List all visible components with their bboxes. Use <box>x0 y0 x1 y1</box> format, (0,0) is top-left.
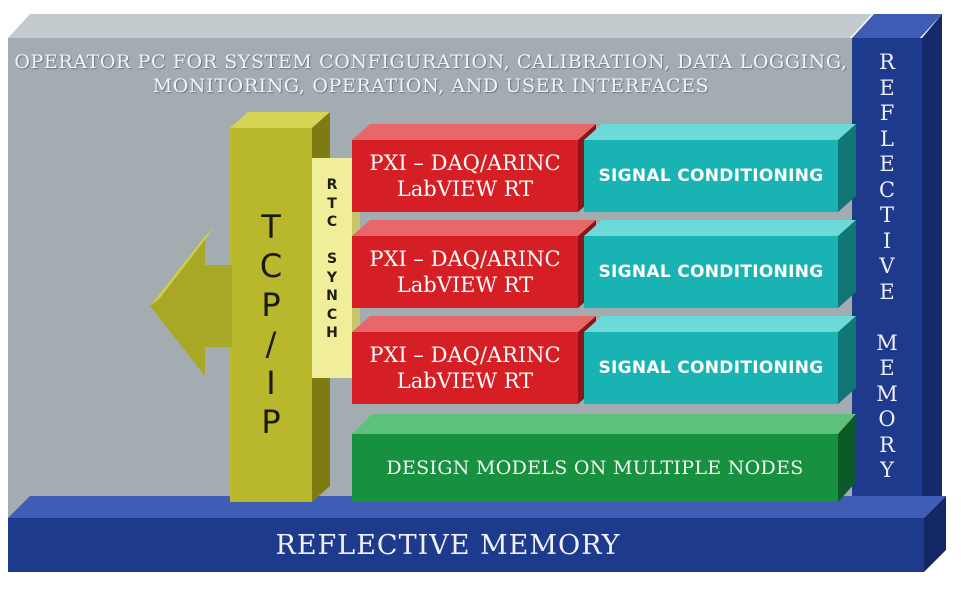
rtc-synch-letter: T <box>327 195 337 212</box>
tcp-ip-bus <box>150 112 330 502</box>
rtc-synch-letter: C <box>326 214 338 230</box>
reflective-memory-vertical-label: R E F L E C T I V E M E M O R Y <box>852 50 922 484</box>
reflective-memory-letter: O <box>878 407 896 431</box>
pxi-daq-line2: LabVIEW RT <box>396 369 534 393</box>
reflective-memory-letter: R <box>879 432 895 457</box>
reflective-memory-letter: T <box>879 203 894 227</box>
pxi-daq-label: PXI – DAQ/ARINC LabVIEW RT <box>352 140 578 212</box>
reflective-memory-letter: E <box>879 152 895 176</box>
reflective-memory-letter: I <box>882 228 892 253</box>
tcp-ip-letter: C <box>259 247 283 285</box>
pxi-daq-line1: PXI – DAQ/ARINC <box>369 151 561 175</box>
pxi-daq-line1: PXI – DAQ/ARINC <box>369 343 561 367</box>
rtc-synch-letter: S <box>326 251 338 267</box>
pxi-daq-line1: PXI – DAQ/ARINC <box>369 247 561 271</box>
tcp-ip-letter: / <box>265 325 277 363</box>
reflective-memory-letter: M <box>876 381 898 406</box>
reflective-memory-letter: M <box>876 330 898 355</box>
pxi-daq-line2: LabVIEW RT <box>396 177 534 201</box>
signal-conditioning-label: SIGNAL CONDITIONING <box>598 358 824 378</box>
reflective-memory-letter: V <box>879 254 895 278</box>
pxi-node-1 <box>352 124 856 212</box>
tcp-ip-letter: P <box>261 403 281 441</box>
reflective-memory-letter: E <box>879 75 895 100</box>
operator-pc-title-line1: OPERATOR PC FOR SYSTEM CONFIGURATION, CA… <box>14 51 848 73</box>
pxi-daq-label: PXI – DAQ/ARINC LabVIEW RT <box>352 332 578 404</box>
tcp-ip-letter: I <box>266 364 276 402</box>
rtc-synch-letter: H <box>326 325 338 341</box>
reflective-memory-letter: E <box>879 279 895 304</box>
reflective-memory-letter: F <box>879 101 895 125</box>
operator-pc-title: OPERATOR PC FOR SYSTEM CONFIGURATION, CA… <box>10 44 852 104</box>
rtc-synch-letter: R <box>326 177 338 193</box>
reflective-memory-letter: C <box>878 177 896 202</box>
pxi-node-3 <box>352 316 856 404</box>
pxi-node-2 <box>352 220 856 308</box>
design-models-label: DESIGN MODELS ON MULTIPLE NODES <box>386 457 804 479</box>
signal-conditioning-label: SIGNAL CONDITIONING <box>598 166 824 186</box>
rtc-synch-letter: C <box>326 306 338 323</box>
tcp-ip-label: T C P / I P <box>230 208 312 442</box>
pxi-daq-label: PXI – DAQ/ARINC LabVIEW RT <box>352 236 578 308</box>
operator-pc-title-line2: MONITORING, OPERATION, AND USER INTERFAC… <box>152 75 710 97</box>
signal-conditioning-label: SIGNAL CONDITIONING <box>598 262 824 282</box>
left-arrow-icon <box>150 236 232 376</box>
reflective-memory-letter: R <box>879 50 895 74</box>
rtc-synch-label: R T C S Y N C H <box>312 176 352 343</box>
tcp-ip-letter: T <box>261 208 281 246</box>
reflective-memory-column <box>852 14 942 518</box>
rtc-synch-letter: Y <box>326 269 338 286</box>
reflective-memory-letter: L <box>880 126 894 151</box>
reflective-memory-letter: E <box>879 356 895 380</box>
reflective-memory-letter: Y <box>880 458 894 482</box>
pxi-daq-line2: LabVIEW RT <box>396 273 534 297</box>
rtc-synch-letter: N <box>326 288 338 304</box>
tcp-ip-letter: P <box>261 286 281 324</box>
design-models-box <box>352 414 856 502</box>
reflective-memory-bottom-label: REFLECTIVE MEMORY <box>275 529 621 561</box>
